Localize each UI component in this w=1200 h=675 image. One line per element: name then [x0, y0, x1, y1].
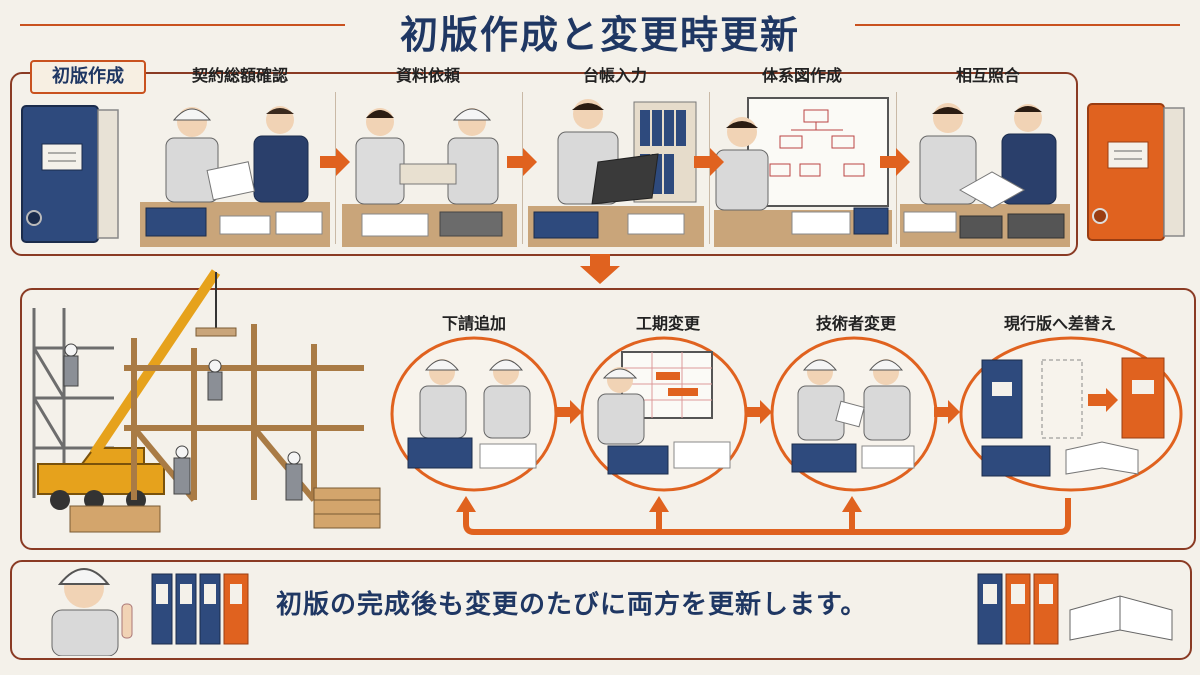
subcontract-add-illustration: [390, 336, 558, 492]
replace-current-version-illustration: [959, 336, 1183, 492]
binder-and-book-icon: [977, 573, 1173, 645]
change-label-schedule: 工期変更: [635, 314, 700, 333]
step-label-crosscheck: 相互照合: [955, 66, 1020, 85]
step-label-contract: 契約総額確認: [191, 66, 288, 85]
worker-pointing-illustration: [51, 568, 133, 656]
title-rule-left: [20, 24, 345, 26]
step-label-ledger: 台帳入力: [582, 66, 647, 85]
footer-message: 初版の完成後も変更のたびに両方を更新します。: [276, 590, 868, 620]
arrow-right-icon: [934, 400, 960, 424]
update-loop-arrow-icon: [456, 496, 1071, 535]
engineer-change-illustration: [770, 336, 938, 492]
footer-panel: [10, 560, 1192, 660]
schedule-change-illustration: [580, 336, 748, 492]
step-label-request: 資料依頼: [395, 66, 460, 85]
initial-creation-panel: [10, 72, 1078, 256]
contract-check-illustration: [140, 106, 330, 247]
blue-binder-icon: [21, 105, 119, 243]
construction-site-illustration: [32, 269, 381, 533]
initial-creation-tag: 初版作成: [30, 60, 146, 94]
page-title: 初版作成と変更時更新: [399, 13, 800, 57]
arrow-right-icon: [556, 400, 582, 424]
arrow-right-icon: [694, 148, 724, 176]
change-label-engineer: 技術者変更: [815, 314, 896, 333]
title-rule-right: [855, 24, 1180, 26]
org-chart-illustration: [714, 97, 892, 247]
change-label-replace: 現行版へ差替え: [1003, 314, 1116, 333]
document-request-illustration: [342, 108, 517, 247]
change-update-panel: [20, 288, 1196, 550]
orange-binder-icon: [1087, 103, 1185, 241]
step-label-chart: 体系図作成: [761, 66, 842, 85]
arrow-down-icon: [580, 254, 620, 284]
cross-check-illustration: [900, 103, 1070, 247]
arrow-right-icon: [746, 400, 772, 424]
ledger-input-illustration: [528, 99, 704, 247]
arrow-right-icon: [507, 148, 537, 176]
arrow-right-icon: [320, 148, 350, 176]
arrow-right-icon: [880, 148, 910, 176]
change-label-subcontract: 下請追加: [441, 314, 506, 333]
binder-row-icon: [151, 573, 249, 645]
